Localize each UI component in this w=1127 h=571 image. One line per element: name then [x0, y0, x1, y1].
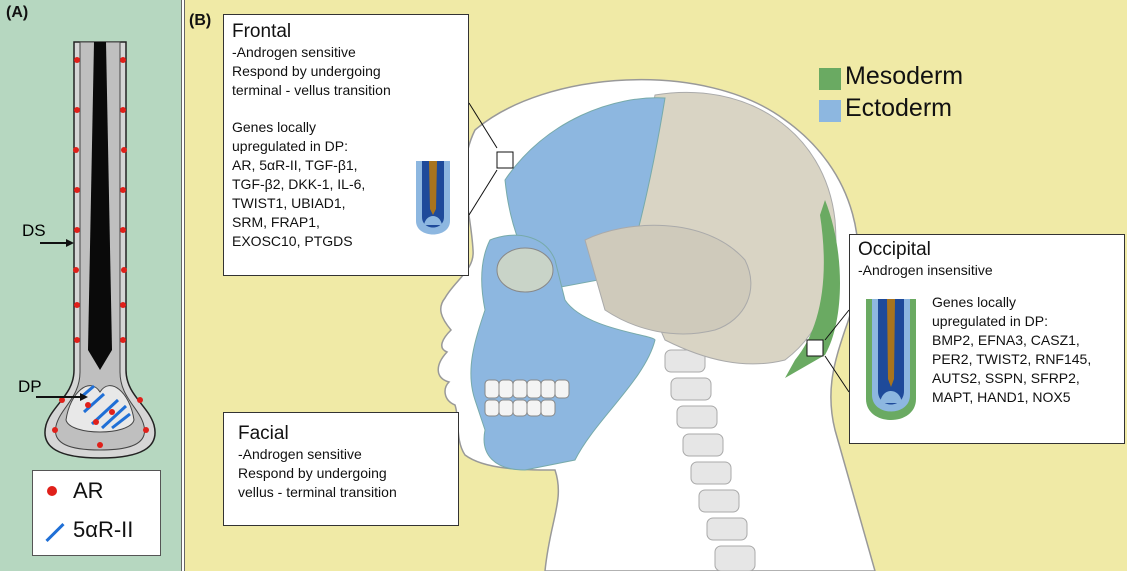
panel-a: (A) DS DP AR 5αR-II	[0, 0, 182, 571]
frontal-follicle-icon	[410, 161, 456, 247]
panel-b-tag: (B)	[189, 12, 211, 30]
facial-title: Facial	[238, 423, 444, 445]
ds-label: DS	[22, 221, 46, 241]
ectoderm-swatch	[819, 100, 841, 122]
frontal-title: Frontal	[232, 21, 460, 43]
occipital-follicle-icon	[862, 299, 920, 433]
facial-desc-3: vellus - terminal transition	[238, 483, 444, 502]
frontal-desc-3: terminal - vellus transition	[232, 81, 460, 100]
frontal-desc-1: -Androgen sensitive	[232, 43, 460, 62]
occipital-genes-5: AUTS2, SSPN, SFRP2,	[932, 369, 1091, 388]
legend-panel-a: AR 5αR-II	[32, 470, 161, 556]
mesoderm-swatch	[819, 68, 841, 90]
dp-label: DP	[18, 377, 42, 397]
legend-5ar: 5αR-II	[73, 517, 133, 543]
facial-desc-1: -Androgen sensitive	[238, 445, 444, 464]
facial-desc-2: Respond by undergoing	[238, 464, 444, 483]
frontal-genes-1: Genes locally	[232, 118, 460, 137]
occipital-box: Occipital -Androgen insensitive Genes lo…	[849, 234, 1125, 444]
ar-dot-icon	[47, 486, 57, 496]
facial-box: Facial -Androgen sensitive Respond by un…	[223, 412, 459, 526]
legend-ar: AR	[73, 478, 104, 504]
occipital-title: Occipital	[858, 239, 1116, 261]
occipital-genes-2: upregulated in DP:	[932, 312, 1091, 331]
occipital-genes-4: PER2, TWIST2, RNF145,	[932, 350, 1091, 369]
occipital-desc-1: -Androgen insensitive	[858, 261, 1116, 280]
panel-a-tag: (A)	[6, 4, 28, 22]
frontal-box: Frontal -Androgen sensitive Respond by u…	[223, 14, 469, 276]
occipital-genes-3: BMP2, EFNA3, CASZ1,	[932, 331, 1091, 350]
ectoderm-label: Ectoderm	[845, 94, 952, 123]
5ar-line-icon	[45, 523, 64, 542]
panel-b: (B) Mesoderm Ectoderm Frontal -Androgen …	[184, 0, 1127, 571]
frontal-desc-2: Respond by undergoing	[232, 62, 460, 81]
occipital-genes-1: Genes locally	[932, 293, 1091, 312]
frontal-genes-2: upregulated in DP:	[232, 137, 460, 156]
mesoderm-label: Mesoderm	[845, 62, 963, 91]
occipital-genes-6: MAPT, HAND1, NOX5	[932, 388, 1091, 407]
